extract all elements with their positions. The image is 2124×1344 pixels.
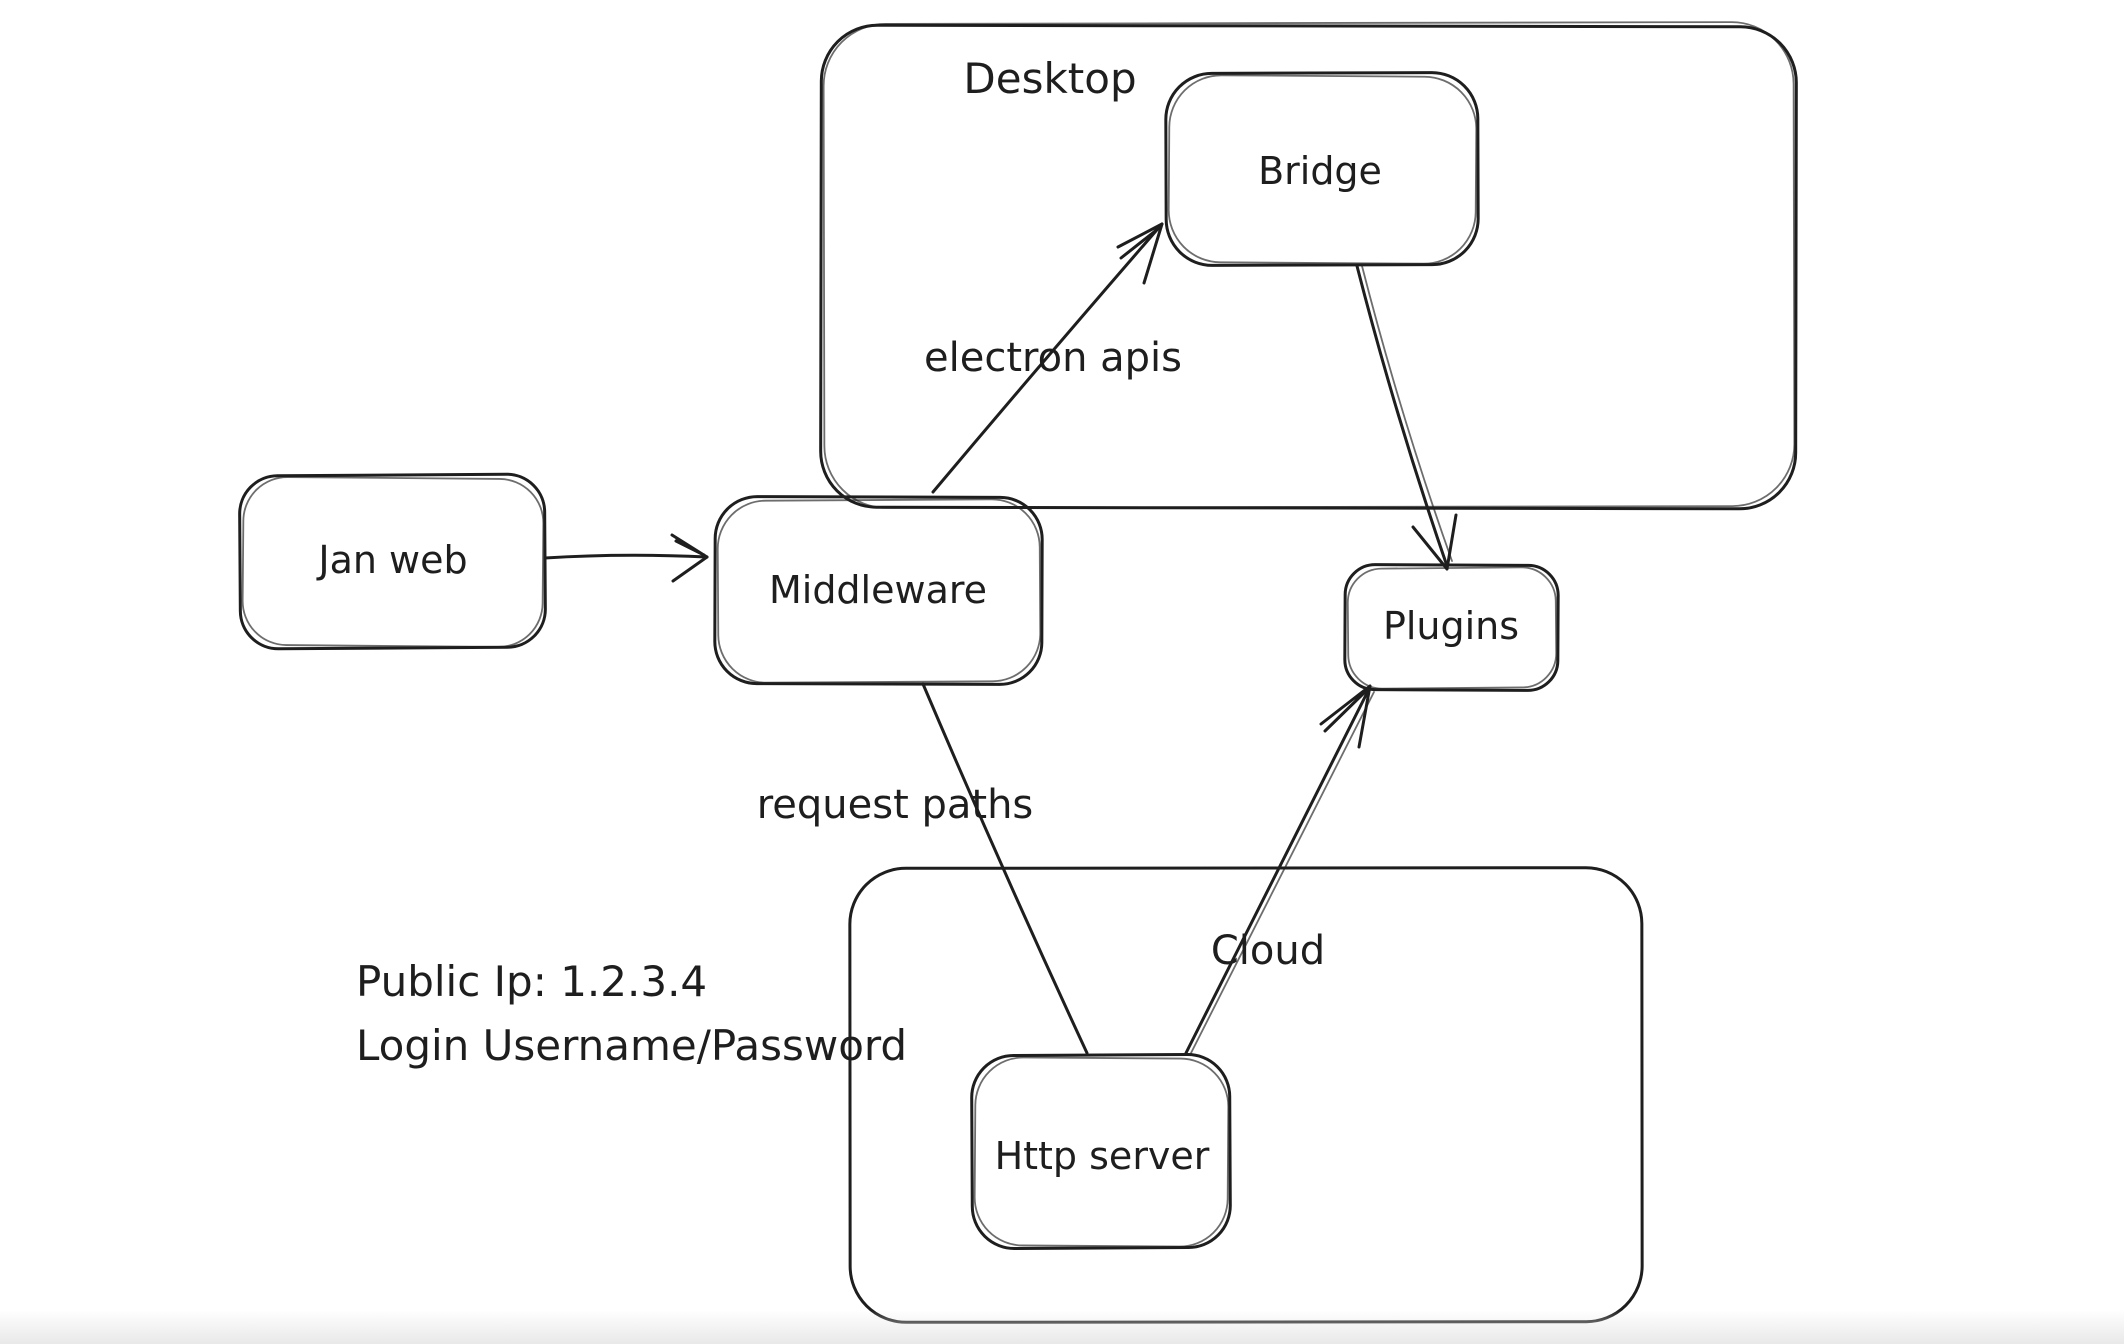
edge-httpserver-to-plugins-arrowhead-icon (1319, 684, 1372, 749)
plugins-box[interactable] (1343, 563, 1560, 692)
edge-bridge-to-plugins-sketch-stroke (1361, 265, 1453, 562)
middleware-box[interactable] (713, 495, 1044, 686)
bridge-label: Bridge (1258, 149, 1382, 194)
http-server-label: Http server (994, 1134, 1210, 1179)
middleware-box-sketch-stroke (716, 498, 1042, 684)
edge-bridge-to-plugins[interactable] (1355, 264, 1449, 568)
cloud-container-label: Cloud (1210, 928, 1326, 974)
desktop-container-box-sketch-stroke (822, 21, 1796, 509)
bridge-box-sketch-stroke (1167, 74, 1478, 265)
jan-web-box[interactable] (238, 472, 547, 651)
plugins-label: Plugins (1382, 604, 1520, 649)
edge-middleware-to-httpserver[interactable] (921, 682, 1089, 1055)
edge-httpserver-to-plugins[interactable] (1184, 687, 1371, 1055)
edge-janweb-to-middleware-arrowhead-icon (670, 533, 709, 583)
annotation-login-line: Login Username/Password (356, 1021, 908, 1070)
edge-middleware-to-bridge-arrowhead-icon (1116, 222, 1164, 285)
jan-web-label: Jan web (318, 538, 468, 583)
http-server-box-sketch-stroke (973, 1056, 1230, 1248)
edge-label-electron-apis: electron apis (924, 335, 1182, 381)
edge-httpserver-to-plugins-sketch-stroke (1189, 691, 1375, 1056)
bridge-box[interactable] (1164, 71, 1480, 267)
edge-janweb-to-middleware[interactable] (543, 553, 709, 560)
desktop-container-label: Desktop (963, 53, 1137, 103)
plugins-box-sketch-stroke (1346, 566, 1558, 690)
annotation-public-ip-line: Public Ip: 1.2.3.4 (356, 957, 708, 1006)
annotation-note: Public Ip: 1.2.3.4 Login Username/Passwo… (356, 950, 907, 1078)
middleware-label: Middleware (768, 568, 988, 613)
edge-label-request-paths: request paths (756, 782, 1034, 828)
edge-bridge-to-plugins-arrowhead-icon (1411, 513, 1458, 571)
jan-web-box-sketch-stroke (241, 476, 545, 648)
http-server-box[interactable] (970, 1053, 1232, 1250)
edge-middleware-to-bridge[interactable] (931, 222, 1164, 494)
desktop-container-box[interactable] (819, 23, 1798, 511)
